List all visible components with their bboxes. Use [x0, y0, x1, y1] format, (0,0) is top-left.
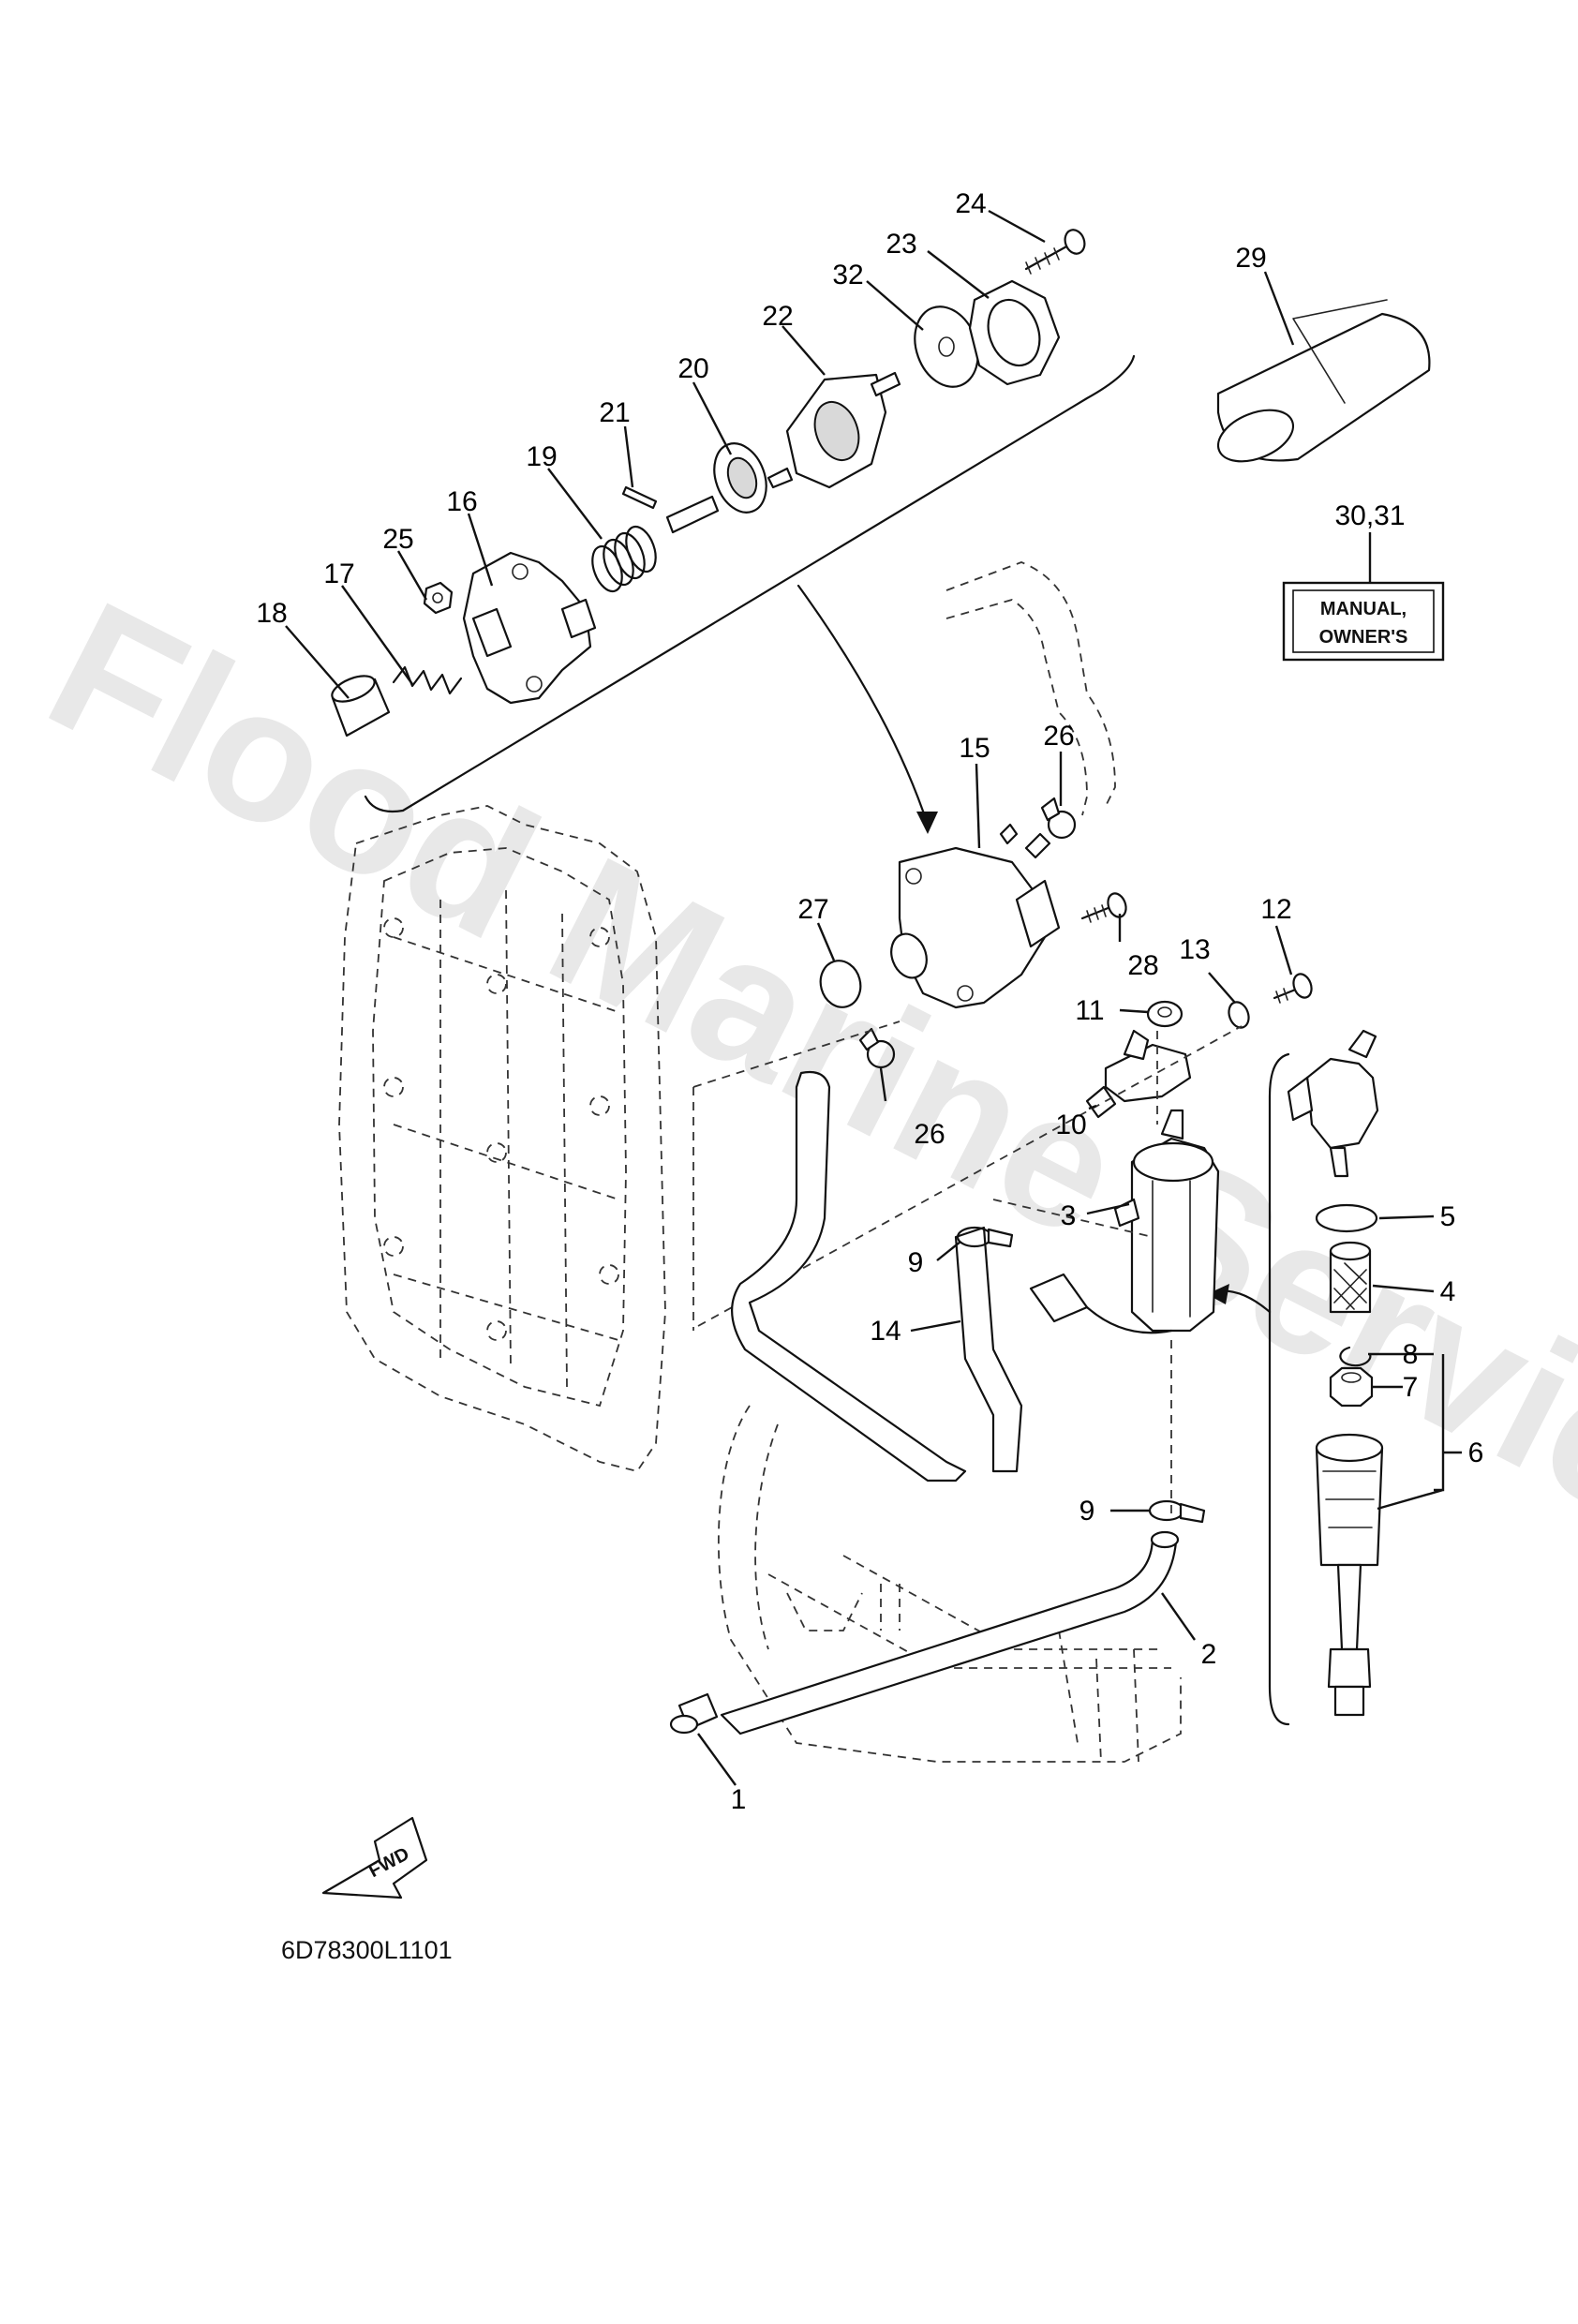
callout-22: 22 [762, 301, 793, 332]
part-19-spring [591, 525, 657, 593]
callout-3: 3 [1061, 1200, 1077, 1231]
reference-line-upper [692, 1020, 901, 1088]
callout-32: 32 [832, 260, 863, 290]
part-20-valve [665, 442, 767, 534]
filter-cup-upper-fitting [1287, 1029, 1379, 1178]
callout-10: 10 [1055, 1110, 1086, 1140]
callout-25: 25 [382, 524, 413, 555]
callout-17: 17 [323, 559, 354, 589]
callout-26-lower: 26 [914, 1119, 945, 1150]
part-1-plug [669, 1692, 719, 1735]
callout-27: 27 [797, 894, 828, 925]
callout-labels: 24 23 32 22 20 21 19 16 25 17 18 29 30,3… [256, 188, 1483, 1815]
callout-12: 12 [1260, 894, 1291, 925]
group-bracket-top [364, 354, 1136, 813]
part-4-filter-element [1329, 1241, 1372, 1314]
part-13-washer [1228, 1001, 1250, 1029]
fwd-arrow-icon [321, 1816, 428, 1899]
part-25-nut [423, 581, 454, 615]
part-5-o-ring [1315, 1203, 1378, 1233]
callout-14: 14 [870, 1316, 901, 1347]
callout-13: 13 [1179, 934, 1210, 965]
callout-16: 16 [446, 486, 477, 517]
part-17-spring [392, 665, 463, 695]
leader-lines [285, 209, 1435, 1786]
callout-4: 4 [1440, 1276, 1456, 1307]
callout-11: 11 [1075, 995, 1104, 1026]
callout-19: 19 [526, 441, 557, 472]
part-11-grommet [1146, 1000, 1184, 1028]
callout-9-upper: 9 [908, 1247, 924, 1278]
drawing-code: 6D78300L1101 [281, 1936, 453, 1964]
part-9-clip-lower [1148, 1499, 1206, 1524]
callout-8: 8 [1403, 1339, 1419, 1370]
callout-6: 6 [1468, 1438, 1484, 1468]
callout-5: 5 [1440, 1201, 1456, 1232]
filter-group-bracket [1368, 1352, 1462, 1511]
upper-hose [945, 561, 1116, 807]
callout-20: 20 [677, 353, 708, 384]
callout-28: 28 [1127, 950, 1158, 981]
callout-7: 7 [1403, 1372, 1419, 1403]
group-arrow-line [796, 584, 930, 827]
part-24-screw [1024, 229, 1086, 275]
group-bracket-right [1268, 1052, 1290, 1726]
part-8-circlip [1339, 1346, 1372, 1367]
part-6-filter-cup [1315, 1433, 1384, 1717]
callout-29: 29 [1235, 243, 1266, 274]
part-7-nut [1329, 1366, 1374, 1408]
callout-24: 24 [955, 188, 986, 219]
reference-line-clip [992, 1199, 1154, 1238]
part-15-bypass-valve [890, 823, 1061, 1009]
part-26-clip-upper [1040, 797, 1077, 840]
callout-26-upper: 26 [1043, 721, 1074, 752]
part-22-valve-housing [767, 371, 901, 489]
part-28-bolt [1080, 892, 1127, 923]
callout-9-lower: 9 [1079, 1496, 1095, 1527]
manual-box-line1: MANUAL, [1320, 599, 1407, 619]
part-14-hose [731, 1070, 1023, 1482]
callout-30-31: 30,31 [1334, 500, 1405, 531]
callout-23: 23 [886, 229, 916, 260]
engine-cylinder-block [338, 805, 666, 1473]
part-23-gasket [968, 279, 1061, 386]
callout-2: 2 [1201, 1639, 1217, 1670]
part-9-clip-upper [956, 1226, 1014, 1248]
filter-arrow-head [1207, 1284, 1229, 1304]
callout-1: 1 [731, 1784, 747, 1815]
lower-cowling [717, 1405, 1182, 1763]
part-10-bracket [1085, 1029, 1192, 1119]
part-27-o-ring [819, 960, 862, 1008]
callout-21: 21 [599, 397, 630, 428]
part-3-fuel-filter [1113, 1109, 1220, 1333]
group-arrow-head [916, 812, 938, 834]
part-2-hose [720, 1530, 1180, 1736]
part-30-31-manual [1282, 581, 1445, 662]
part-21-pin [621, 485, 658, 510]
callout-18: 18 [256, 598, 287, 629]
part-16-valve-cover [462, 551, 597, 705]
part-26-clip-lower [858, 1027, 896, 1069]
part-12-bolt [1273, 973, 1313, 1004]
reference-line-diagonal [697, 1025, 1243, 1327]
part-29-bag [1216, 299, 1431, 463]
callout-15: 15 [959, 733, 990, 764]
manual-box-line2: OWNER'S [1319, 627, 1408, 648]
filter-sensor-connector [1029, 1273, 1173, 1334]
part-18-cap [331, 675, 391, 737]
